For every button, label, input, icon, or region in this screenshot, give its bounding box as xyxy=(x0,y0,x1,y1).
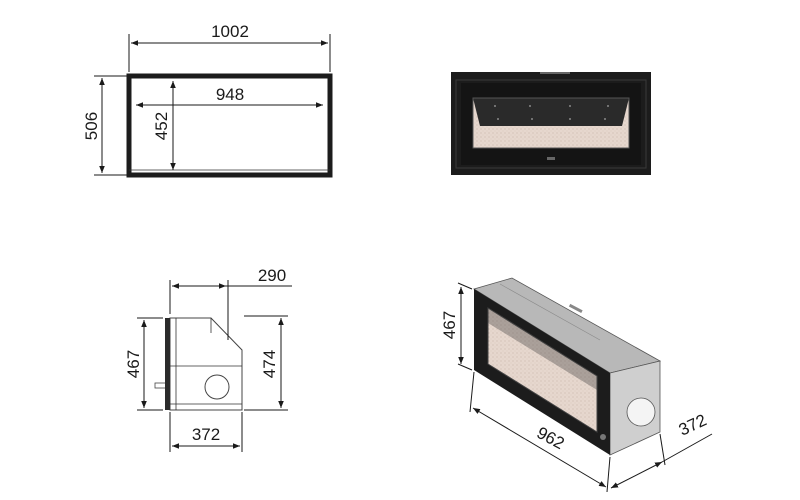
top-vent xyxy=(540,72,570,74)
side-body-outline xyxy=(169,317,243,411)
isometric-view: 467 962 372 xyxy=(440,277,713,493)
iso-length-label: 962 xyxy=(534,423,568,453)
side-view: 290 467 474 372 xyxy=(124,266,292,452)
baffle-plate xyxy=(473,98,629,126)
ext-iso-962-right xyxy=(606,456,611,493)
iso-depth-dimension xyxy=(610,461,663,489)
front-outline-view: 1002 948 506 452 xyxy=(82,22,333,178)
glass-edge xyxy=(472,97,630,149)
side-front-frame xyxy=(165,318,170,410)
ext-iso-467-top xyxy=(457,282,473,290)
ext-iso-372-right xyxy=(659,433,666,466)
depth-label: 290 xyxy=(258,266,286,285)
iso-depth-leader xyxy=(661,433,713,463)
ext-iso-962-left xyxy=(469,371,475,413)
right-height-label: 474 xyxy=(260,350,279,378)
air-inlet-circle xyxy=(204,374,230,400)
baffle-rivets xyxy=(494,105,609,120)
outer-frame xyxy=(126,73,333,178)
inner-width-label: 948 xyxy=(216,85,244,104)
outer-height-label: 506 xyxy=(82,112,101,140)
iso-handle xyxy=(600,434,606,440)
iso-height-label: 467 xyxy=(440,311,459,339)
door-handle xyxy=(547,157,555,160)
left-height-label: 467 xyxy=(124,350,143,378)
iso-top-seam xyxy=(499,283,601,341)
ext-iso-467-bottom xyxy=(457,363,473,371)
iso-depth-label: 372 xyxy=(676,410,710,439)
outer-width-label: 1002 xyxy=(211,22,249,41)
iso-top-vent xyxy=(568,303,583,314)
iso-air-inlet xyxy=(626,397,656,427)
base-width-label: 372 xyxy=(192,425,220,444)
iso-length-dimension xyxy=(472,407,607,488)
front-render-view xyxy=(451,72,651,175)
iso-baffle-shadow xyxy=(488,308,597,390)
frame-inner-edge xyxy=(455,79,647,169)
inner-height-label: 452 xyxy=(152,112,171,140)
